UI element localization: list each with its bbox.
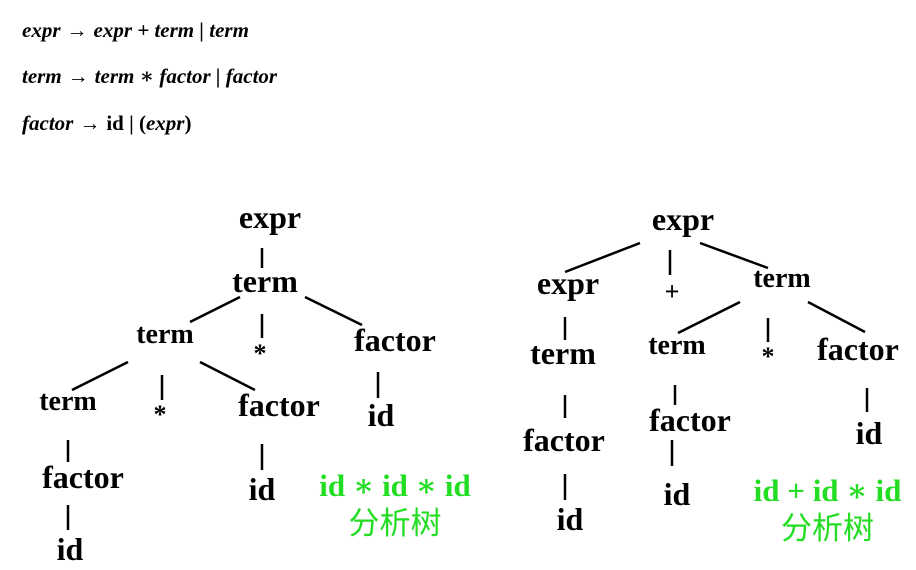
tree2-node-term: term [530, 335, 596, 371]
tree1-node-id: id [368, 397, 395, 433]
tree2-node-id: id [664, 476, 691, 512]
tree2-node-id: id [856, 415, 883, 451]
arrow-icon: → [66, 18, 88, 42]
tree1-node-factor: factor [354, 322, 436, 358]
tree2-edges [563, 241, 869, 500]
edge [304, 295, 363, 327]
rule-rhs-upright: id | ( [106, 111, 146, 135]
tree1-node-expr: expr [239, 199, 301, 235]
tree2-caption: id + id ∗ id 分析树 [735, 475, 916, 545]
tree2-caption-label: 分析树 [781, 511, 874, 547]
edge [699, 241, 769, 270]
tree2-node-factor: factor [817, 331, 899, 367]
tree1-node-term: term [232, 263, 298, 299]
grammar-rule-factor: factor→id | (expr) [22, 113, 191, 134]
edge [199, 360, 256, 392]
tree1-node-id: id [249, 471, 276, 507]
tree1-caption-label: 分析树 [348, 506, 442, 542]
grammar-rule-term: term→term ∗ factor | factor [22, 66, 277, 87]
tree2-node-factor: factor [649, 402, 731, 438]
tree2-node-plus: + [665, 277, 680, 306]
tree1-expression: id ∗ id ∗ id [319, 468, 471, 503]
rule-lhs: term [22, 64, 62, 88]
rule-rhs: term ∗ factor | factor [94, 64, 278, 88]
rule-rhs-italic: expr [145, 111, 185, 135]
rule-rhs: expr + term | term [93, 18, 249, 42]
rule-lhs: factor [22, 111, 74, 135]
tree2-nodes: expr expr + term term factor id term * f… [523, 201, 899, 537]
tree1-node-id: id [57, 531, 84, 567]
tree1-node-factor: factor [42, 459, 124, 495]
tree2-node-factor: factor [523, 422, 605, 458]
rule-rhs-close: ) [184, 111, 192, 135]
edge [71, 360, 129, 392]
arrow-icon: → [67, 64, 89, 88]
tree2-node-expr: expr [537, 265, 599, 301]
tree1-node-term: term [39, 386, 97, 417]
tree2-node-star: * [762, 342, 775, 371]
tree1-node-factor: factor [238, 387, 320, 423]
edge [564, 241, 641, 274]
tree1-edges [66, 248, 380, 530]
tree2-node-id: id [557, 501, 584, 537]
edge [189, 295, 241, 324]
tree1-node-star: * [154, 400, 167, 429]
tree1-node-term: term [136, 319, 194, 350]
tree2-expression: id + id ∗ id [753, 473, 902, 508]
tree1-nodes: expr term term * factor id term * factor… [39, 199, 436, 567]
tree1-node-star: * [254, 339, 267, 368]
grammar-rule-expr: expr→expr + term | term [22, 20, 249, 41]
tree1-caption: id ∗ id ∗ id 分析树 [300, 470, 490, 540]
tree2-node-term: term [753, 263, 811, 294]
edge [677, 300, 741, 335]
arrow-icon: → [79, 111, 101, 135]
tree2-node-term: term [648, 330, 706, 361]
rule-lhs: expr [22, 18, 61, 42]
edge [807, 300, 866, 334]
tree2-node-expr: expr [652, 201, 714, 237]
